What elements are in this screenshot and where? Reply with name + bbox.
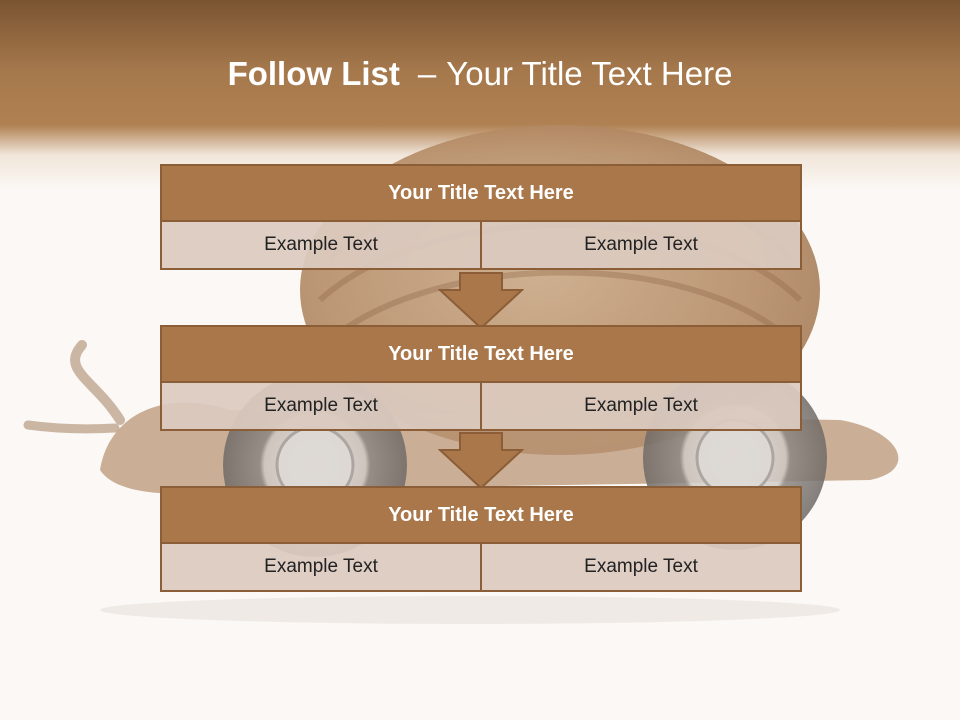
block-row: Example Text Example Text <box>162 544 800 590</box>
block-cell-right: Example Text <box>480 383 800 429</box>
list-block-3: Your Title Text Here Example Text Exampl… <box>160 486 802 592</box>
title-rest: Your Title Text Here <box>446 55 733 92</box>
list-block-2: Your Title Text Here Example Text Exampl… <box>160 325 802 431</box>
block-cell-left: Example Text <box>162 544 480 590</box>
block-row: Example Text Example Text <box>162 383 800 429</box>
title-dash: – <box>417 55 437 92</box>
block-cell-left: Example Text <box>162 383 480 429</box>
slide-title: Follow List–Your Title Text Here <box>0 55 960 93</box>
wheel-hub <box>695 418 775 498</box>
list-block-1: Your Title Text Here Example Text Exampl… <box>160 164 802 270</box>
block-cell-right: Example Text <box>480 544 800 590</box>
snail-tentacle <box>70 340 125 425</box>
down-arrow-icon <box>438 432 524 490</box>
block-title: Your Title Text Here <box>162 488 800 544</box>
block-cell-left: Example Text <box>162 222 480 268</box>
block-title: Your Title Text Here <box>162 166 800 222</box>
block-row: Example Text Example Text <box>162 222 800 268</box>
block-cell-right: Example Text <box>480 222 800 268</box>
ground-shadow <box>100 596 840 624</box>
block-title: Your Title Text Here <box>162 327 800 383</box>
snail-tentacle <box>23 420 120 434</box>
down-arrow-icon <box>438 272 524 330</box>
title-bold: Follow List <box>227 55 400 92</box>
